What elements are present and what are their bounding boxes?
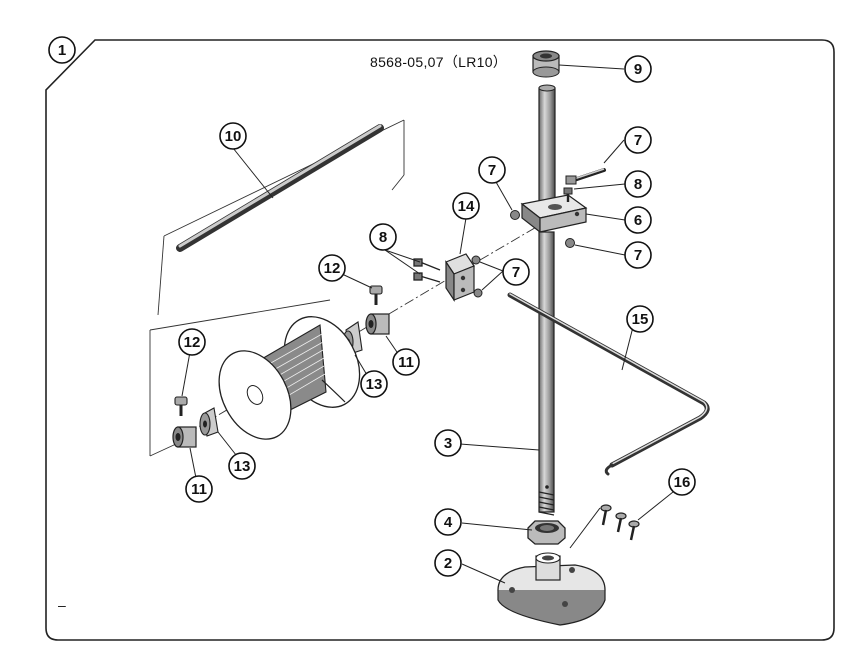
svg-text:7: 7 (634, 132, 642, 149)
thread-spool (218, 316, 361, 440)
svg-text:15: 15 (632, 311, 649, 328)
part-8-screw-upper (563, 187, 573, 202)
part-4-nut (527, 520, 566, 545)
callout-7-right: 7 (624, 241, 652, 269)
svg-text:7: 7 (488, 162, 496, 179)
svg-text:12: 12 (324, 260, 341, 277)
callout-1: 1 (48, 36, 76, 64)
svg-text:13: 13 (234, 458, 251, 475)
callout-6: 7 (624, 126, 652, 154)
callout-16: 16 (668, 468, 696, 496)
part-8-screws-lower (413, 258, 441, 283)
svg-text:6: 6 (634, 212, 642, 229)
callout-8-right: 8 (624, 170, 652, 198)
svg-text:11: 11 (398, 354, 414, 371)
part-3-upper-pole (538, 84, 556, 204)
callout-10: 10 (219, 122, 247, 150)
callout-12-lower: 12 (178, 328, 206, 356)
svg-text:1: 1 (58, 42, 66, 59)
callout-5: 6 (624, 206, 652, 234)
part-14-block (445, 253, 475, 302)
svg-text:7: 7 (634, 247, 642, 264)
svg-text:7: 7 (512, 264, 520, 281)
part-9-cap (532, 50, 560, 78)
callout-12-upper: 12 (318, 254, 346, 282)
part-13-cone-lower (199, 407, 219, 437)
diagram-title: 8568-05,07（LR10） (370, 54, 507, 70)
svg-text:4: 4 (444, 514, 453, 531)
callout-7-mid: 7 (502, 258, 530, 286)
callout-14: 14 (452, 192, 480, 220)
part-10-rod (176, 124, 384, 252)
part-5-clamp (520, 194, 588, 234)
margin-mark: – (58, 597, 66, 613)
svg-text:2: 2 (444, 555, 452, 572)
leader-lines (181, 64, 679, 584)
svg-text:3: 3 (444, 435, 452, 452)
part-12-screw-upper (369, 285, 383, 305)
svg-text:9: 9 (634, 61, 642, 78)
svg-text:12: 12 (184, 334, 201, 351)
svg-text:8: 8 (634, 176, 642, 193)
callout-8-left: 8 (369, 223, 397, 251)
part-11-collar-upper (365, 313, 390, 335)
callout-4: 4 (434, 508, 462, 536)
svg-text:10: 10 (225, 128, 242, 145)
svg-text:13: 13 (366, 376, 383, 393)
callout-7-top: 7 (478, 156, 506, 184)
part-12-screw-lower (174, 396, 188, 416)
part-6-screw (565, 168, 606, 185)
part-11-collar-lower (172, 426, 197, 448)
callout-3: 3 (434, 429, 462, 457)
part-7-nuts (471, 210, 575, 298)
diagram-frame (45, 39, 835, 641)
callout-9: 9 (624, 55, 652, 83)
callout-13-lower: 13 (228, 452, 256, 480)
part-3-lower-pole (538, 231, 555, 516)
svg-text:14: 14 (458, 198, 475, 215)
part-16-screws (600, 504, 640, 541)
callout-2: 2 (434, 549, 462, 577)
svg-text:11: 11 (191, 481, 207, 498)
callout-11-upper: 11 (392, 348, 420, 376)
callout-13-upper: 13 (360, 370, 388, 398)
svg-text:16: 16 (674, 474, 691, 491)
callout-11-lower: 11 (185, 475, 213, 503)
part-2-base (497, 552, 606, 626)
svg-text:8: 8 (379, 229, 387, 246)
callout-15: 15 (626, 305, 654, 333)
part-15-wire (507, 292, 710, 476)
